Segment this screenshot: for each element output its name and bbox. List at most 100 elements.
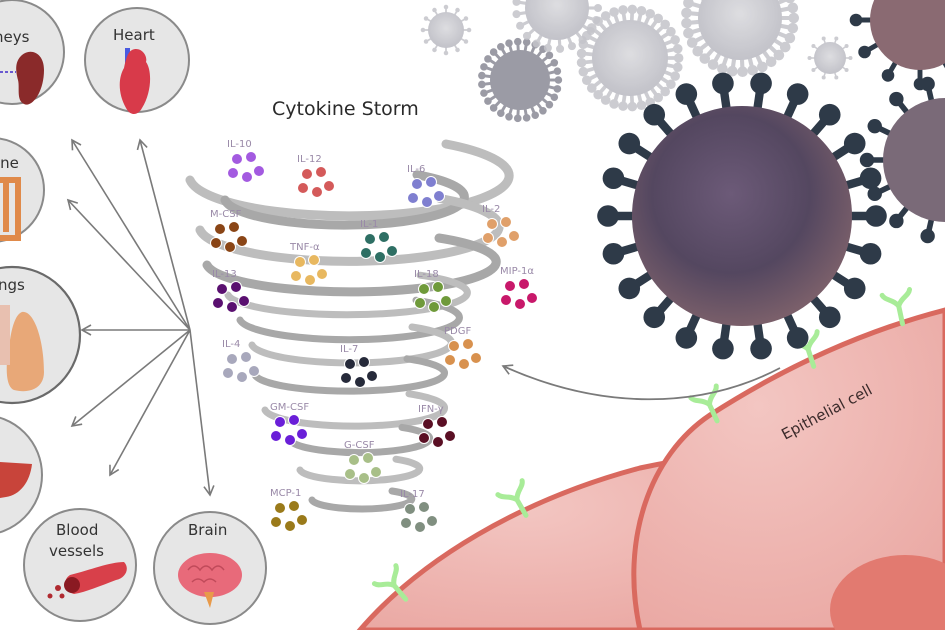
virus-spike-head xyxy=(867,186,882,202)
virus-spike-head xyxy=(821,36,826,41)
cytokine-label: IL-10 xyxy=(227,139,252,150)
cytokine-molecule xyxy=(316,268,328,280)
cytokine-molecule xyxy=(426,515,438,527)
virus-spike-head xyxy=(512,0,521,6)
virus-spike-head xyxy=(818,103,841,126)
virus-spike-head xyxy=(586,83,597,93)
cytokine-molecule xyxy=(241,171,253,183)
ace2-receptors xyxy=(371,287,913,602)
virus-envelope xyxy=(592,20,668,96)
virus-spike-head xyxy=(550,58,559,67)
organ-arrow xyxy=(109,329,191,477)
ghost-virus xyxy=(681,0,800,77)
cytokine-molecule xyxy=(236,371,248,383)
cytokine-molecule xyxy=(226,353,238,365)
cytokine-molecule xyxy=(428,301,440,313)
virus-spike-head xyxy=(636,100,647,111)
storm-swirl xyxy=(308,487,416,513)
cytokine-molecule xyxy=(418,432,430,444)
cytokine-label: PDGF xyxy=(444,326,471,337)
virus-spike-head xyxy=(512,10,521,19)
virus-spike-head xyxy=(581,75,592,86)
cytokine-molecule xyxy=(448,340,460,352)
cytokine-cluster: IL-4 xyxy=(222,339,260,383)
cytokine-molecule xyxy=(214,223,226,235)
virus-spike-head xyxy=(522,38,531,46)
virus-spike-head xyxy=(686,37,698,48)
cytokine-molecule xyxy=(270,430,282,442)
cytokine-molecule xyxy=(344,468,356,480)
virus-spike-head xyxy=(556,44,565,53)
cytokine-molecule xyxy=(308,254,320,266)
virus-spike-head xyxy=(844,68,849,73)
virus-envelope xyxy=(870,0,945,70)
cytokine-molecule xyxy=(432,281,444,293)
cytokine-molecule xyxy=(386,245,398,257)
cytokine-cluster: IL-1 xyxy=(360,219,398,263)
virus-spike-head xyxy=(432,7,437,13)
ace2-receptor xyxy=(688,383,720,424)
organ-label-kidneys: neys xyxy=(0,28,30,46)
cytokine-molecule xyxy=(374,251,386,263)
virus-envelope xyxy=(698,0,782,60)
virus-spike-head xyxy=(600,11,611,21)
cytokine-cluster: MIP-1α xyxy=(500,266,538,310)
virus-spike-head xyxy=(553,67,562,75)
cytokine-molecule xyxy=(288,414,300,426)
organ-arrow xyxy=(70,329,191,428)
storm-swirl xyxy=(248,323,455,367)
virus-spike-head xyxy=(484,97,492,105)
cytokine-molecule xyxy=(227,167,239,179)
storm-swirl xyxy=(195,194,504,266)
virus-spike-head xyxy=(859,152,875,168)
cytokine-label: IL-12 xyxy=(297,154,322,165)
heart-icon xyxy=(119,49,151,114)
cytokine-molecule xyxy=(311,186,323,198)
cytokine-molecule xyxy=(231,153,243,165)
storm-swirl xyxy=(236,296,463,344)
cytokine-label: IL-4 xyxy=(222,339,240,350)
cytokine-label: IFN-γ xyxy=(418,404,444,415)
virus-spike-head xyxy=(592,16,601,25)
virus-spike-head xyxy=(821,75,826,80)
virus-spike-head xyxy=(889,213,904,229)
virus-spike-head xyxy=(586,27,595,36)
organ-liver xyxy=(0,416,43,534)
ghost-virus xyxy=(512,0,602,53)
cytokine-molecule xyxy=(224,241,236,253)
ace2-receptor xyxy=(495,478,529,518)
virus-spike-head xyxy=(443,50,449,56)
cytokine-cluster: M-CSF xyxy=(210,209,248,253)
virus-spike-head xyxy=(707,59,719,70)
cytokine-molecule xyxy=(274,416,286,428)
virus-spike-head xyxy=(675,327,698,349)
virus-spike-head xyxy=(717,63,728,75)
virus-envelope xyxy=(490,50,550,110)
cytokine-molecule xyxy=(422,418,434,430)
cytokine-molecule xyxy=(360,247,372,259)
organ-arrow xyxy=(136,138,191,331)
virus-spike-head xyxy=(750,72,772,95)
virus-spike-head xyxy=(787,22,799,34)
organ-arrow xyxy=(71,138,191,331)
virus-spike-head xyxy=(627,101,638,112)
virus-spike-head xyxy=(554,76,563,84)
virus-spike-head xyxy=(867,118,882,134)
cytokine-molecule xyxy=(354,376,366,388)
virus-spike-head xyxy=(699,53,711,64)
cytokine-molecule xyxy=(323,180,335,192)
cytokine-molecule xyxy=(518,278,530,290)
cytokine-molecule xyxy=(508,230,520,242)
cytokine-cluster: IFN-γ xyxy=(418,404,456,448)
virus-spike-head xyxy=(550,93,559,102)
cytokine-molecule xyxy=(340,372,352,384)
virus-spike-head xyxy=(920,228,935,244)
storm-swirl xyxy=(224,271,471,319)
virus-spike-head xyxy=(497,109,505,118)
cytokine-cluster: IL-7 xyxy=(340,344,378,388)
virus-spike-head xyxy=(545,100,554,109)
cytokine-molecule xyxy=(364,233,376,245)
cytokine-molecule xyxy=(238,295,250,307)
cytokine-molecule xyxy=(433,190,445,202)
